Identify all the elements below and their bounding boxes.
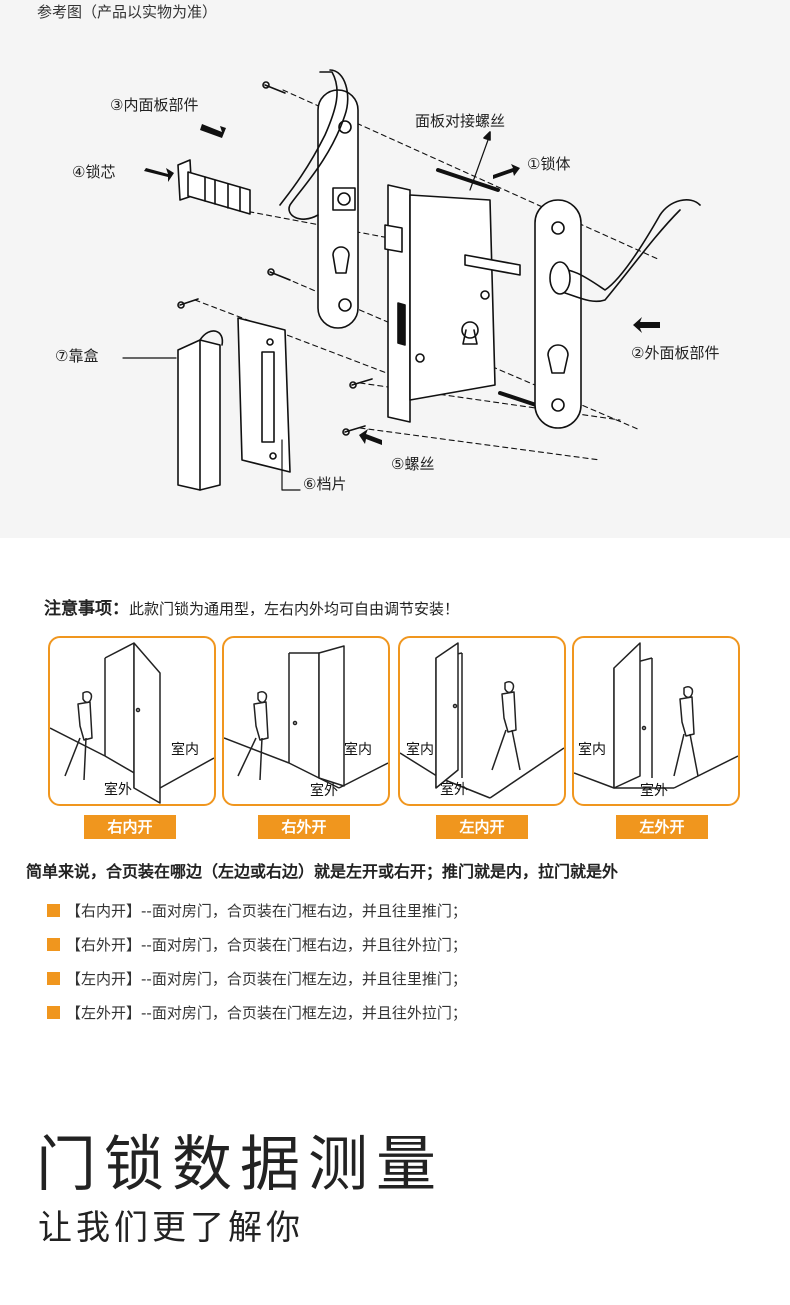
inner-panel-part bbox=[279, 69, 359, 329]
strike-box-part bbox=[177, 330, 224, 491]
outdoor-label: 室外 bbox=[640, 783, 668, 799]
notice: 注意事项：此款门锁为通用型，左右内外均可自由调节安装！ bbox=[44, 594, 459, 619]
label-connecting-screws: 面板对接螺丝 bbox=[415, 112, 506, 130]
outdoor-label: 室外 bbox=[440, 782, 468, 798]
definition-item: 【右外开】--面对房门，合页装在门框右边，并且往外拉门； bbox=[47, 934, 467, 955]
tag-left-outward: 左外开 bbox=[616, 815, 708, 839]
exploded-diagram: 参考图（产品以实物为准） bbox=[0, 0, 790, 538]
indoor-label: 室内 bbox=[578, 742, 606, 758]
door-card-right-outward: 室内 室外 bbox=[222, 636, 390, 806]
door-illustration bbox=[50, 642, 214, 804]
label-outer-panel: ②外面板部件 bbox=[631, 344, 720, 362]
section-subtitle: 让我们更了解你 bbox=[38, 1208, 304, 1248]
label-lock-cylinder: ④锁芯 bbox=[72, 163, 116, 181]
notice-text: 此款门锁为通用型，左右内外均可自由调节安装！ bbox=[129, 600, 460, 618]
screw-parts bbox=[177, 81, 562, 436]
definition-item: 【左外开】--面对房门，合页装在门框左边，并且往外拉门； bbox=[47, 1002, 467, 1023]
bullet-square-icon bbox=[47, 1006, 60, 1019]
label-screws: ⑤螺丝 bbox=[391, 455, 435, 473]
outdoor-label: 室外 bbox=[104, 782, 132, 798]
indoor-label: 室内 bbox=[406, 742, 434, 758]
lock-exploded-illustration bbox=[122, 69, 701, 491]
door-card-left-inward: 室内 室外 bbox=[398, 636, 566, 806]
tag-right-inward: 右内开 bbox=[84, 815, 176, 839]
door-illustration bbox=[574, 642, 738, 789]
label-lock-body: ①锁体 bbox=[527, 155, 571, 173]
outdoor-label: 室外 bbox=[310, 783, 338, 799]
bullet-square-icon bbox=[47, 972, 60, 985]
label-strike-plate: ⑥档片 bbox=[303, 475, 347, 493]
indoor-label: 室内 bbox=[344, 742, 372, 758]
lock-body-part bbox=[384, 184, 521, 423]
outer-panel-part bbox=[534, 199, 701, 429]
definition-item: 【右内开】--面对房门，合页装在门框右边，并且往里推门； bbox=[47, 900, 467, 921]
door-card-right-inward: 室内 室外 bbox=[48, 636, 216, 806]
tag-left-inward: 左内开 bbox=[436, 815, 528, 839]
lock-cylinder-part bbox=[177, 159, 251, 215]
section-title: 门锁数据测量 bbox=[36, 1130, 444, 1200]
bullet-square-icon bbox=[47, 904, 60, 917]
summary-text: 简单来说，合页装在哪边（左边或右边）就是左开或右开；推门就是内，拉门就是外 bbox=[26, 862, 619, 881]
strike-plate-part bbox=[237, 317, 291, 473]
tag-right-outward: 右外开 bbox=[258, 815, 350, 839]
indoor-label: 室内 bbox=[171, 742, 199, 758]
definition-item: 【左内开】--面对房门，合页装在门框左边，并且往里推门； bbox=[47, 968, 467, 989]
door-illustration bbox=[224, 645, 388, 789]
door-card-left-outward: 室内 室外 bbox=[572, 636, 740, 806]
reference-note: 参考图（产品以实物为准） bbox=[37, 3, 218, 21]
notice-title: 注意事项： bbox=[44, 599, 129, 619]
pointer-arrows bbox=[144, 124, 660, 445]
label-inner-panel: ③内面板部件 bbox=[110, 96, 199, 114]
bullet-square-icon bbox=[47, 938, 60, 951]
label-strike-box: ⑦靠盒 bbox=[55, 347, 99, 365]
door-illustration bbox=[400, 642, 564, 799]
